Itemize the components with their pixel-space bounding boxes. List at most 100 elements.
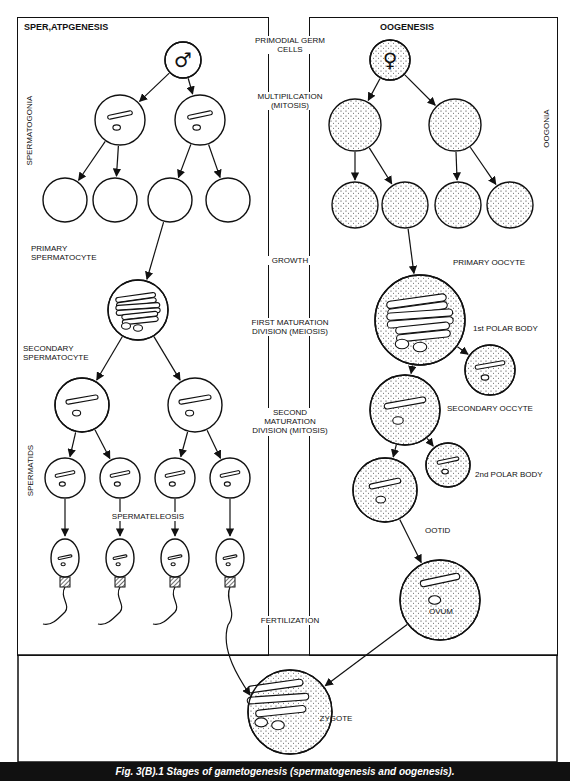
chromatid — [247, 693, 309, 704]
side-label: OOGONIA — [542, 108, 551, 148]
chromatid — [165, 470, 185, 477]
small-chromosome — [255, 718, 268, 727]
cell-border — [426, 443, 470, 487]
panel: OOGENESIS♀PRIMARY OOCYTE1st POLAR BODYSE… — [310, 18, 557, 655]
chromosome — [110, 470, 130, 477]
arrow-connector — [97, 337, 123, 380]
cell-circle: SECONDARY SPERMATOCYTE — [55, 378, 109, 432]
small-chromosome — [193, 125, 201, 130]
stage-label: PRIMODIAL GERM CELLS — [250, 36, 330, 54]
chromatid — [58, 555, 72, 560]
germ-cell: ♂ — [165, 42, 201, 78]
cell-outline — [248, 670, 332, 754]
arrow — [64, 499, 65, 536]
cell-circle: OVUM — [400, 560, 480, 640]
cell-label: OOTID — [424, 526, 466, 535]
chromosome — [255, 705, 306, 717]
germ-cell: ♀ — [370, 40, 410, 80]
chromosome — [420, 573, 460, 588]
side-label: SPERMATIDS — [26, 443, 35, 496]
cell — [55, 378, 109, 432]
arrow — [79, 141, 106, 180]
cell-outline — [108, 280, 168, 340]
stage-label: GROWTH — [250, 256, 330, 265]
cell — [426, 443, 470, 487]
sperm-head — [216, 539, 244, 577]
cell — [165, 42, 201, 78]
cell-circle: 1st POLAR BODY — [465, 345, 515, 395]
cell — [370, 375, 440, 445]
chromosome — [475, 360, 505, 369]
chromatid — [369, 478, 401, 490]
sperm-midpiece — [170, 577, 180, 587]
small-chromosome — [272, 721, 285, 730]
cell — [382, 182, 428, 228]
chromatid — [66, 395, 99, 405]
cell-label: PRIMARY OOCYTE — [452, 258, 544, 267]
chromosome — [247, 693, 309, 704]
arrow — [368, 78, 380, 100]
cell-circle: SECONDARY OCCYTE — [370, 375, 440, 445]
cell — [329, 99, 381, 151]
chromosome — [165, 470, 185, 477]
cell — [435, 182, 481, 228]
chromosome — [369, 478, 401, 490]
cell — [332, 182, 378, 228]
cell-outline — [55, 378, 109, 432]
chromosome — [223, 555, 237, 560]
chromosome — [437, 457, 459, 465]
arrow-connector — [393, 445, 396, 457]
small-chromosome — [395, 339, 409, 349]
cell — [353, 458, 417, 522]
arrow — [470, 147, 496, 184]
chromosome — [66, 395, 99, 405]
stage-label: MULTIPILCATION (MITOSIS) — [250, 92, 330, 110]
chromosome — [247, 679, 303, 693]
cell — [248, 670, 332, 754]
small-chromosome — [113, 125, 121, 130]
zygote-box — [18, 655, 557, 762]
chromosome — [55, 470, 75, 477]
sperm-tail — [153, 587, 177, 624]
small-chromosome — [61, 563, 65, 566]
stage-label: FERTILIZATION — [250, 616, 330, 625]
chromatid — [475, 360, 505, 369]
arrow — [116, 146, 118, 176]
cell — [93, 178, 137, 222]
small-chromosome — [393, 417, 404, 424]
chromosome — [168, 555, 182, 560]
cell-circle: PRIMARY OOCYTE — [375, 275, 465, 365]
cell-outline — [426, 443, 470, 487]
small-chromosome — [59, 482, 65, 486]
cell — [487, 182, 533, 228]
sperm-midpiece — [60, 577, 70, 587]
chromatid — [223, 555, 237, 560]
cell-label: 2nd POLAR BODY — [474, 470, 554, 479]
chromatid — [187, 110, 212, 119]
cell — [95, 95, 145, 145]
cell-border — [165, 42, 201, 78]
cell — [370, 40, 410, 80]
chromosome — [179, 395, 212, 405]
chromatid — [113, 555, 127, 560]
cell-outline — [353, 458, 417, 522]
stage-label: FIRST MATURATION DIVISION (MEIOSIS) — [250, 318, 330, 336]
chromatid — [437, 457, 459, 465]
arrow — [229, 499, 230, 536]
sperm-midpiece — [115, 577, 125, 587]
arrow-connector — [325, 625, 407, 686]
sperm-cells — [43, 499, 250, 695]
small-chromosome — [116, 563, 120, 566]
cell — [375, 275, 465, 365]
cell — [465, 345, 515, 395]
arrow — [209, 145, 220, 178]
side-label: SPERMATOGONIA — [25, 94, 34, 166]
stage-label: SECOND MATURATION DIVISION (MITOSIS) — [250, 408, 330, 436]
sperm-head — [161, 539, 189, 577]
arrow — [95, 430, 110, 459]
small-chromosome — [73, 410, 81, 416]
chromatid — [107, 110, 132, 119]
cell-border — [370, 375, 440, 445]
chromosome — [384, 397, 426, 410]
chromatid — [179, 395, 212, 405]
